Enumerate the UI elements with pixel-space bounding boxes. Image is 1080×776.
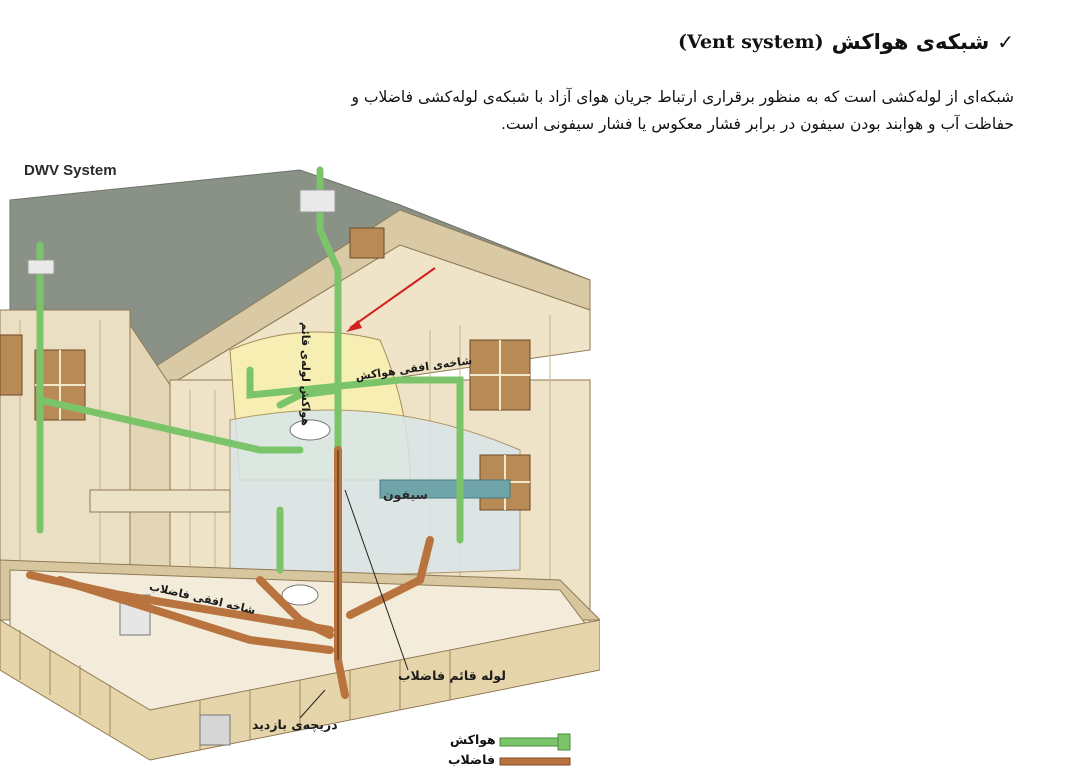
figure-title: DWV System [24, 162, 117, 179]
legend-drain-label: فاضلاب [448, 752, 496, 767]
label-vent-stack: هواکش لوله‌ی قائم [299, 322, 312, 426]
description-paragraph: شبکه‌ای از لوله‌کشی است که به منظور برقر… [114, 84, 1014, 138]
dwv-house-illustration [0, 166, 600, 766]
checkmark-icon: ✓ [997, 30, 1014, 54]
section-heading: ✓ شبکه‌ی هواکش (Vent system) [678, 30, 1014, 54]
paragraph-line-2: حفاظت آب و هوابند بودن سیفون در برابر فش… [500, 115, 1014, 133]
label-drain-stack: لوله قائم فاضلاب [398, 668, 506, 683]
label-trap: سیفون [383, 487, 428, 502]
label-cleanout: دریچه‌ی بازدید [252, 717, 338, 732]
heading-title-fa: شبکه‌ی هواکش [831, 30, 990, 54]
heading-title-en: (Vent system) [677, 31, 824, 53]
legend-vent-label: هواکش [450, 732, 496, 747]
paragraph-line-1: شبکه‌ای از لوله‌کشی است که به منظور برقر… [351, 88, 1014, 106]
